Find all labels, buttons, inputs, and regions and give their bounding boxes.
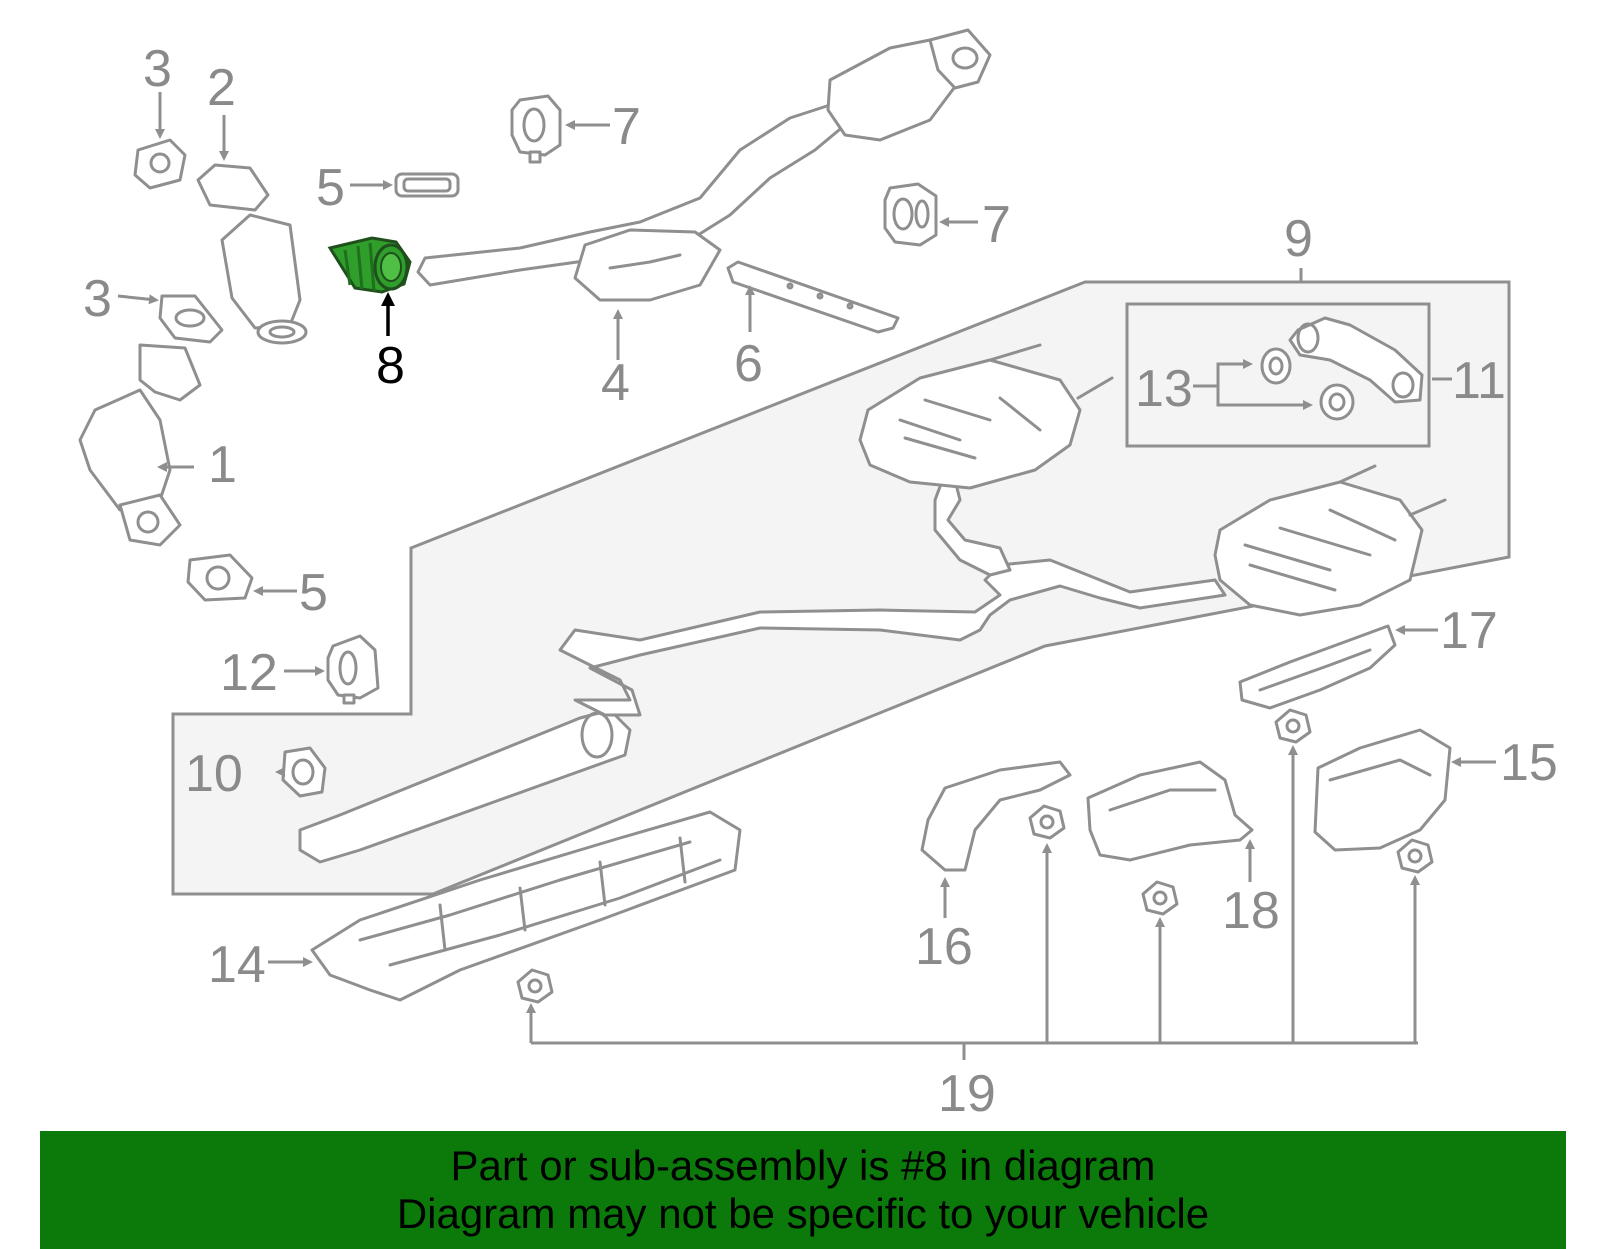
part-10-gasket [281, 746, 327, 798]
callout-1: 1 [208, 436, 237, 494]
callout-13: 13 [1135, 360, 1193, 418]
part-1-catalytic-converter [78, 343, 202, 547]
callout-14: 14 [208, 936, 266, 994]
part-7-hanger-top [510, 94, 562, 164]
part-9-muffler-assembly [298, 343, 1447, 864]
callout-15: 15 [1500, 734, 1558, 792]
part-6-bracket [726, 260, 900, 334]
banner-line-part-number: Part or sub-assembly is #8 in diagram [450, 1142, 1156, 1189]
part-14-heat-shield [310, 810, 742, 1002]
callout-5-lower: 5 [299, 564, 328, 622]
part-12-hanger [326, 634, 380, 705]
callout-7-right: 7 [982, 196, 1011, 254]
callout-3-upper: 3 [143, 40, 172, 98]
callout-12: 12 [220, 644, 278, 702]
callout-16: 16 [915, 918, 973, 976]
part-3-gasket-lower [158, 294, 224, 344]
part-5-gasket-lower [186, 553, 254, 602]
part-19-nuts [516, 708, 1434, 1004]
callout-leaders [117, 92, 1496, 1060]
part-17-heat-shield [1238, 624, 1397, 710]
callout-18: 18 [1222, 882, 1280, 940]
part-3-gasket-upper [133, 138, 187, 190]
callout-10: 10 [185, 745, 243, 803]
part-13-insulators [1260, 347, 1355, 421]
callout-11: 11 [1452, 352, 1506, 410]
callout-labels: 1 2 3 3 4 5 5 6 7 7 8 9 10 11 12 13 14 1… [83, 40, 1558, 1123]
part-5-gasket-upper [394, 172, 460, 198]
info-banner: Part or sub-assembly is #8 in diagram Di… [40, 1131, 1566, 1249]
banner-line-disclaimer: Diagram may not be specific to your vehi… [396, 1190, 1210, 1237]
callout-2: 2 [207, 59, 236, 117]
callout-3-lower: 3 [83, 270, 112, 328]
callout-8-highlighted: 8 [376, 337, 405, 395]
part-2-catalytic-converter [196, 163, 308, 345]
callout-17: 17 [1440, 602, 1498, 660]
part-8-flex-pipe-highlighted [327, 236, 412, 294]
callout-4: 4 [601, 354, 630, 412]
part-4-front-pipe [416, 28, 992, 302]
part-18-heat-shield [1086, 760, 1254, 862]
callout-5-upper: 5 [316, 159, 345, 217]
part-7-hanger-right [883, 182, 938, 247]
callout-9: 9 [1284, 210, 1313, 268]
callout-19: 19 [938, 1065, 996, 1123]
part-15-heat-shield [1313, 728, 1452, 852]
part-16-heat-shield [920, 760, 1072, 872]
callout-6: 6 [734, 335, 763, 393]
part-11-pipe-clamp [1288, 316, 1424, 404]
callout-7-top: 7 [612, 98, 641, 156]
